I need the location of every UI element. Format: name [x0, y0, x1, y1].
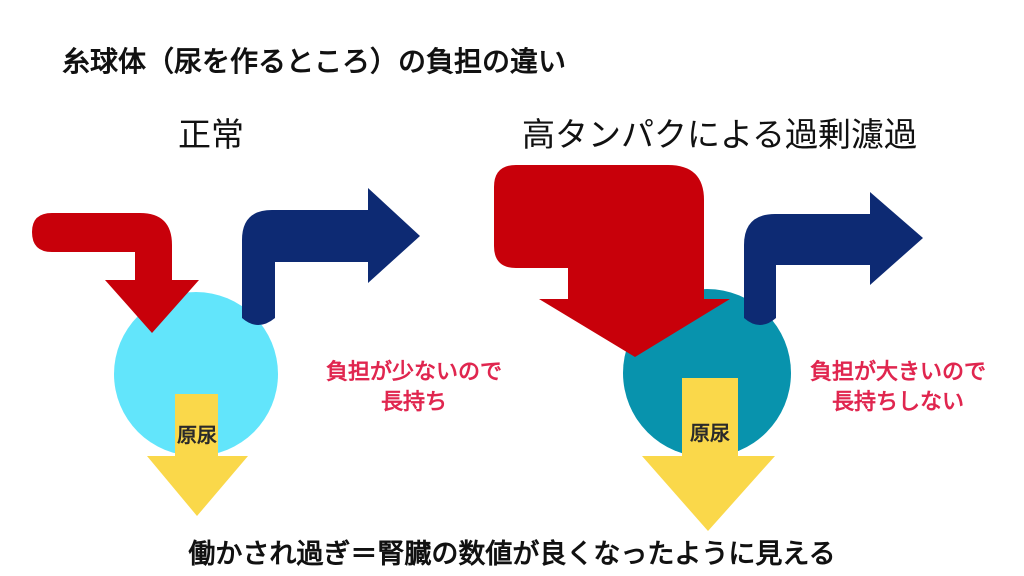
- footer-caption: 働かされ過ぎ＝腎臓の数値が良くなったように見える: [188, 539, 836, 570]
- page-title: 糸球体（尿を作るところ）の負担の違い: [62, 45, 567, 78]
- note-overload: 負担が大きいので 長持ちしない: [810, 358, 986, 418]
- note-normal-line2: 長持ち: [381, 390, 448, 415]
- glomerulus-normal: [114, 292, 278, 456]
- panel-label-overload: 高タンパクによる過剰濾過: [522, 115, 918, 154]
- outflow-arrow-overload: [744, 192, 923, 325]
- note-overload-line1: 負担が大きいので: [810, 360, 987, 385]
- urine-arrow-normal: [147, 394, 248, 516]
- note-overload-line2: 長持ちしない: [832, 390, 965, 415]
- note-normal-line1: 負担が少ないので: [326, 360, 503, 385]
- urine-label-overload: 原尿: [690, 421, 730, 445]
- note-normal: 負担が少ないので 長持ち: [326, 358, 502, 418]
- urine-arrow-overload: [642, 378, 775, 531]
- panel-label-normal: 正常: [178, 115, 244, 154]
- outflow-arrow-normal: [242, 188, 420, 325]
- inflow-arrow-overload: [494, 165, 730, 357]
- inflow-arrow-normal: [32, 213, 199, 333]
- urine-label-normal: 原尿: [177, 423, 217, 447]
